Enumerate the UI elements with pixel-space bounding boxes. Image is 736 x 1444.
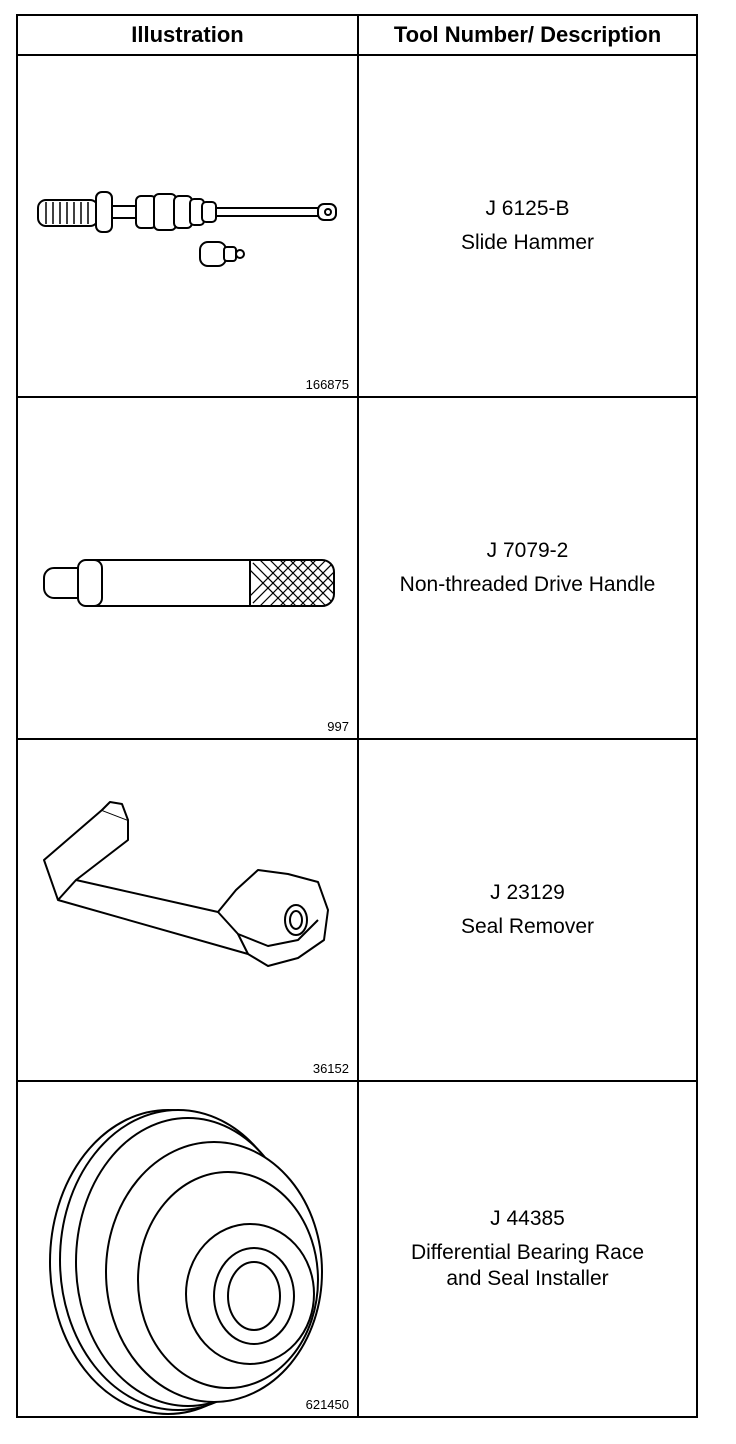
- tool-number: J 23129: [490, 881, 565, 904]
- slide-hammer-icon: [37, 191, 337, 267]
- description-cell: J 44385 Differential Bearing Race and Se…: [359, 1082, 696, 1416]
- table-row: 36152 J 23129 Seal Remover: [18, 740, 696, 1082]
- column-divider: [357, 16, 359, 1416]
- description-header: Tool Number/ Description: [393, 22, 662, 47]
- tool-number: J 7079-2: [486, 539, 569, 562]
- figure-number: 621450: [305, 1397, 349, 1412]
- table-row: 621450 J 44385 Differential Bearing Race…: [18, 1082, 696, 1416]
- figure-number: 36152: [312, 1061, 349, 1076]
- tool-description: Seal Remover: [460, 915, 595, 938]
- bearing-race-installer-icon: [49, 1109, 323, 1415]
- tool-description: Non-threaded Drive Handle: [399, 573, 656, 596]
- tool-number: J 44385: [490, 1207, 565, 1230]
- figure-number: 997: [327, 719, 349, 734]
- illustration-cell: 166875: [18, 56, 357, 396]
- drive-handle-icon: [43, 559, 335, 607]
- description-cell: J 23129 Seal Remover: [359, 740, 696, 1080]
- seal-remover-icon: [43, 801, 329, 967]
- illustration-cell: 36152: [18, 740, 357, 1080]
- illustration-header: Illustration: [131, 22, 244, 47]
- table-row: 997 J 7079-2 Non-threaded Drive Handle: [18, 398, 696, 740]
- tool-table: Illustration Tool Number/ Description: [16, 14, 698, 1418]
- illustration-cell: 997: [18, 398, 357, 738]
- figure-number: 166875: [305, 377, 349, 392]
- illustration-cell: 621450: [18, 1082, 357, 1416]
- table-header: Illustration Tool Number/ Description: [18, 16, 696, 56]
- tool-description: and Seal Installer: [446, 1267, 609, 1290]
- tool-description: Differential Bearing Race: [410, 1241, 645, 1264]
- description-cell: J 6125-B Slide Hammer: [359, 56, 696, 396]
- tool-description: Slide Hammer: [460, 231, 595, 254]
- description-cell: J 7079-2 Non-threaded Drive Handle: [359, 398, 696, 738]
- tool-number: J 6125-B: [485, 197, 570, 220]
- table-row: 166875 J 6125-B Slide Hammer: [18, 56, 696, 398]
